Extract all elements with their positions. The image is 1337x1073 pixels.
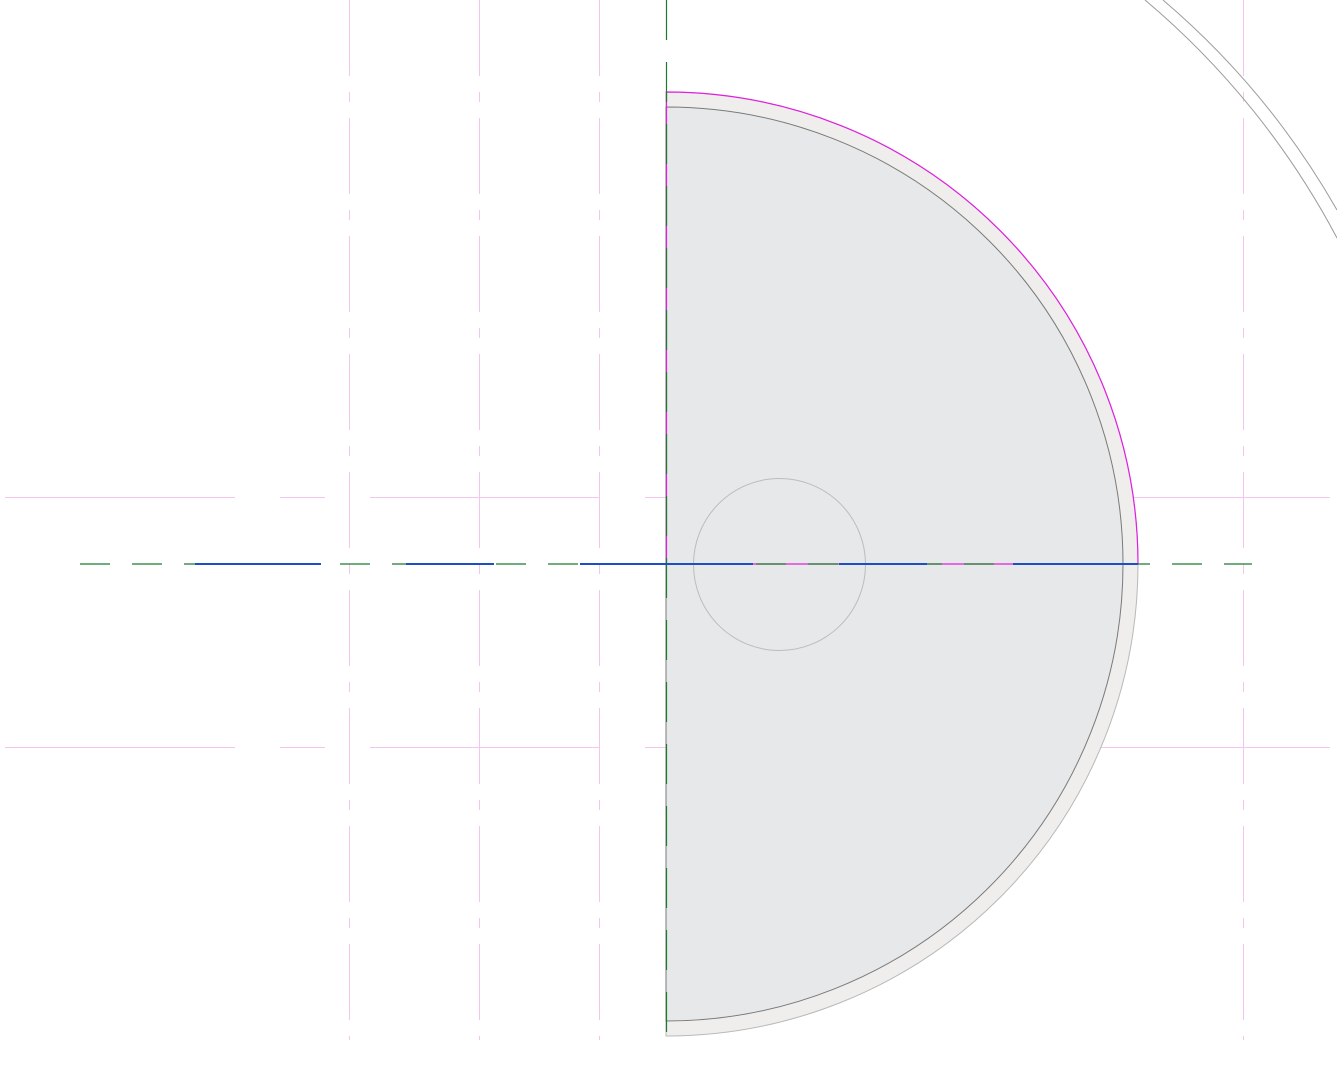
sketch-line-magenta[interactable]: [665, 91, 1139, 565]
outer-arc-top-right[interactable]: [1144, 0, 1337, 239]
